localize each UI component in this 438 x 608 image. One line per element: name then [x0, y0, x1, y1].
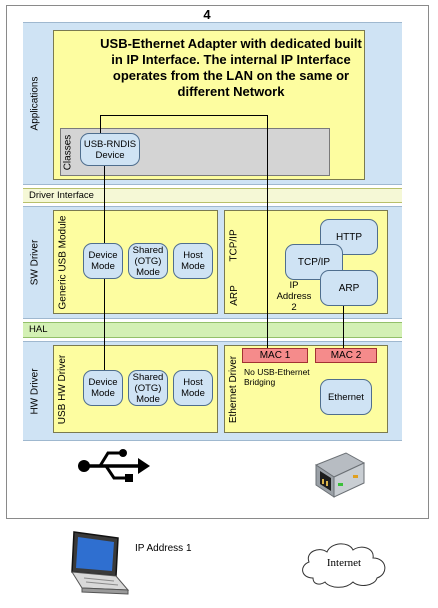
driver-interface-layer [23, 188, 402, 203]
bridging-note: No USB-Ethernet Bridging [244, 367, 310, 387]
usb-rndis-device: USB-RNDIS Device [80, 133, 140, 166]
laptop-ip-address-label: IP Address 1 [135, 543, 192, 554]
tcpip-side-label: TCP/IP [228, 228, 240, 262]
connector-sw-to-hw [104, 279, 105, 370]
sw-host-mode: Host Mode [173, 243, 213, 279]
hw-host-mode: Host Mode [173, 370, 213, 406]
applications-label: Applications [29, 76, 41, 131]
connector-arp-to-mac2 [343, 306, 344, 348]
figure-number: 4 [203, 7, 211, 22]
cloud-icon [302, 543, 386, 588]
connector-app-horizontal [100, 115, 268, 116]
laptop-icon [71, 531, 130, 595]
hw-shared-otg-mode: Shared (OTG) Mode [128, 370, 168, 406]
usb-icon [78, 449, 150, 482]
generic-usb-module-label: Generic USB Module [57, 215, 69, 309]
driver-interface-label: Driver Interface [29, 190, 94, 201]
rj45-jack-icon [314, 452, 366, 498]
connector-app-to-tcpip [267, 115, 268, 348]
hw-driver-label: HW Driver [29, 367, 41, 415]
ethernet-node: Ethernet [320, 379, 372, 415]
connector-app-to-rndis [100, 115, 101, 133]
usb-hw-driver-label: USB HW Driver [57, 354, 69, 424]
sw-driver-label: SW Driver [29, 239, 41, 286]
mac-1: MAC 1 [242, 348, 308, 363]
hal-label: HAL [29, 324, 48, 335]
connector-rndis-to-sw [104, 166, 105, 243]
internet-label: Internet [326, 557, 362, 569]
classes-label: Classes [62, 134, 74, 170]
app-box-text: USB-Ethernet Adapter with dedicated buil… [100, 36, 362, 99]
ip-address-2-label: IP Address 2 [276, 280, 312, 313]
arp-node: ARP [320, 270, 378, 306]
sw-device-mode: Device Mode [83, 243, 123, 279]
ethernet-driver-label: Ethernet Driver [228, 355, 240, 423]
arp-side-label: ARP [228, 284, 240, 306]
hal-layer [23, 322, 402, 338]
hw-device-mode: Device Mode [83, 370, 123, 406]
mac-2: MAC 2 [315, 348, 377, 363]
sw-shared-otg-mode: Shared (OTG) Mode [128, 243, 168, 279]
